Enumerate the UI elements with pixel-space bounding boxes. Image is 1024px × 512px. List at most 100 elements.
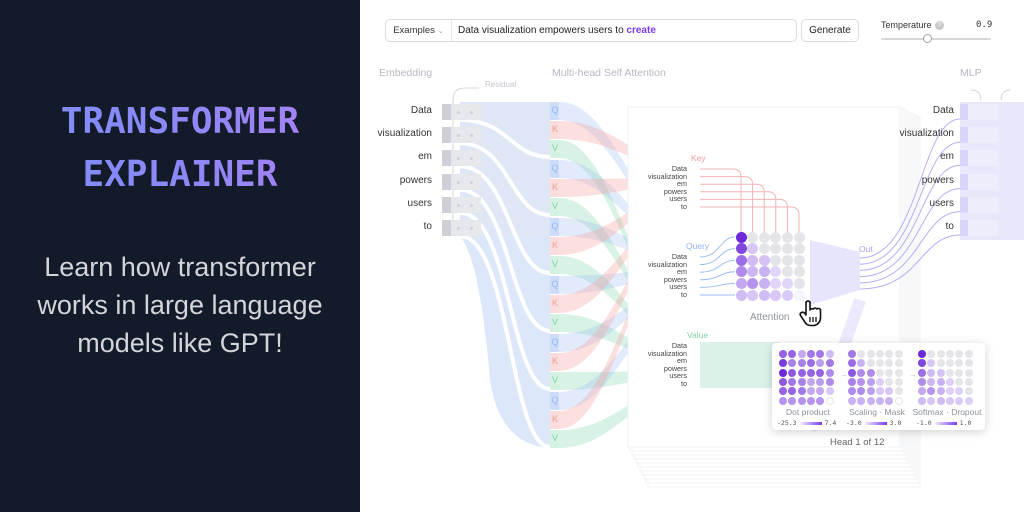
attention-cell[interactable] — [747, 266, 759, 278]
popup-cell — [788, 377, 797, 386]
attention-cell[interactable] — [770, 266, 782, 278]
popup-cell — [894, 377, 903, 386]
popup-cell — [779, 359, 787, 368]
popup-cell — [806, 387, 815, 396]
examples-dropdown[interactable]: Examples ⌄ — [386, 20, 452, 41]
qkv-cell-k — [550, 353, 559, 371]
popup-cell — [797, 387, 806, 396]
attention-cell[interactable] — [781, 243, 793, 255]
attention-cell[interactable] — [735, 277, 747, 289]
mlp-token[interactable]: em — [940, 151, 954, 163]
embedding-token[interactable]: em — [418, 151, 432, 163]
qkv-letter-q: Q — [551, 163, 559, 173]
out-line — [859, 211, 961, 284]
attention-cell[interactable] — [758, 289, 770, 301]
attention-cell[interactable] — [747, 289, 759, 301]
mlp-vector — [960, 150, 968, 167]
embedding-token[interactable]: visualization — [377, 128, 432, 140]
query-line — [699, 248, 736, 266]
temperature-slider-thumb[interactable] — [922, 34, 932, 43]
popup-cell — [848, 396, 856, 405]
attention-cell[interactable] — [781, 266, 793, 278]
key-token: powers — [663, 186, 687, 196]
generate-button[interactable]: Generate — [801, 19, 859, 42]
value-flow — [559, 198, 710, 356]
qkv-cell-v — [550, 314, 559, 332]
mlp-token[interactable]: to — [945, 221, 954, 232]
attention-cell[interactable] — [770, 254, 782, 266]
attention-cell[interactable] — [781, 289, 793, 301]
popup-cell — [806, 359, 815, 368]
attention-cell[interactable] — [735, 243, 747, 255]
mlp-token[interactable]: powers — [921, 174, 954, 186]
embedding-token[interactable]: powers — [399, 174, 432, 186]
value-band — [700, 342, 780, 388]
attention-cell[interactable] — [758, 277, 770, 289]
attention-cell[interactable] — [758, 254, 770, 266]
attention-cell[interactable] — [793, 266, 805, 278]
attention-cell[interactable] — [781, 254, 793, 266]
positional-vector — [451, 127, 481, 144]
positional-vector — [451, 173, 481, 190]
embedding-token[interactable]: to — [423, 221, 432, 232]
popup-cell — [875, 350, 884, 358]
popup-cell — [918, 396, 926, 405]
dot-icon — [457, 134, 460, 138]
attention-cell[interactable] — [770, 243, 782, 255]
popup-cell — [875, 377, 884, 386]
attention-cell[interactable] — [758, 243, 770, 255]
attention-cell[interactable] — [770, 289, 782, 301]
embedding-separator — [459, 187, 551, 333]
attention-cell[interactable] — [735, 254, 747, 266]
chevron-down-icon: ⌄ — [437, 27, 444, 35]
popup-caption: Dot product — [786, 407, 830, 417]
attention-cell[interactable] — [770, 231, 782, 243]
temperature-slider-track[interactable] — [881, 38, 991, 40]
popup-cell — [779, 396, 787, 405]
attention-cell[interactable] — [781, 231, 793, 243]
mlp-token[interactable]: Data — [932, 105, 954, 116]
mlp-token[interactable]: visualization — [899, 128, 954, 140]
embedding-separator — [459, 118, 551, 159]
attention-cell[interactable] — [770, 277, 782, 289]
attention-cell[interactable] — [793, 243, 805, 255]
out-line — [859, 234, 961, 290]
attention-cell[interactable] — [793, 254, 805, 266]
attention-cell[interactable] — [793, 231, 805, 243]
attention-cell[interactable] — [735, 231, 747, 243]
query-line — [699, 259, 736, 273]
promo-panel: Transformer Explainer Learn how transfor… — [0, 0, 360, 512]
help-icon[interactable]: ? — [934, 20, 944, 30]
attention-cell[interactable] — [747, 243, 759, 255]
out-line — [859, 141, 961, 265]
attention-cell[interactable] — [758, 266, 770, 278]
attention-cell[interactable] — [758, 231, 770, 243]
prompt-input[interactable]: Data visualization empowers users to cre… — [452, 25, 656, 36]
attention-cell[interactable] — [793, 289, 805, 301]
embedding-separator — [459, 164, 551, 275]
attention-cell[interactable] — [747, 254, 759, 266]
popup-cell — [825, 359, 834, 368]
dot-icon — [470, 227, 473, 230]
attention-cell[interactable] — [747, 277, 759, 289]
temperature-label: Temperature ? — [881, 20, 944, 30]
popup-cell — [848, 387, 856, 396]
key-flow — [559, 190, 710, 313]
attention-cell[interactable] — [793, 277, 805, 289]
embedding-vector — [442, 127, 451, 144]
attention-cell[interactable] — [781, 277, 793, 289]
embedding-vector — [442, 173, 451, 190]
embedding-token[interactable]: Data — [410, 105, 432, 116]
attention-cell[interactable] — [747, 231, 759, 243]
popup-cell — [885, 396, 894, 405]
embedding-token[interactable]: users — [407, 197, 432, 209]
attention-cell[interactable] — [735, 266, 747, 278]
attention-cell[interactable] — [735, 289, 747, 301]
query-token: Data — [671, 252, 687, 261]
mlp-vector — [960, 127, 968, 144]
qkv-letter-k: K — [551, 414, 558, 424]
dot-icon — [457, 180, 460, 184]
popup-cell — [936, 396, 945, 405]
mlp-token[interactable]: users — [929, 197, 954, 209]
embedding-vector — [442, 196, 451, 213]
